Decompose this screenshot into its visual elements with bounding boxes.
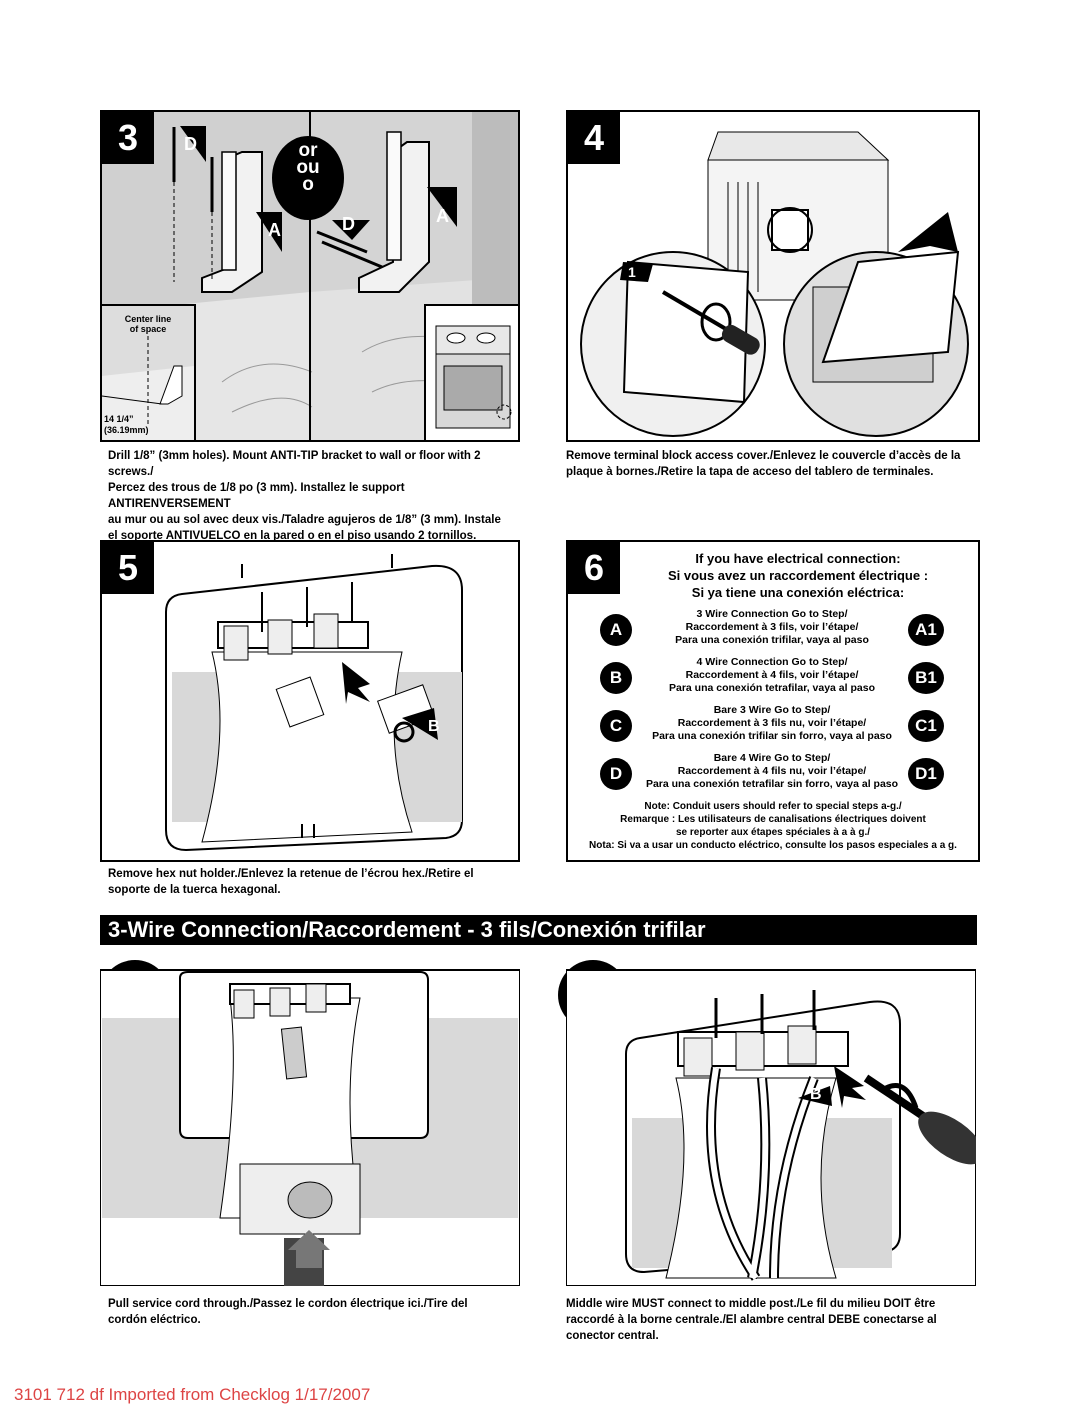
step5-caption-line: soporte de la tuerca hexagonal.	[108, 884, 281, 896]
stepA2-illustration	[566, 969, 976, 1286]
step6-note-line: se reporter aux étapes spéciales à a à g…	[676, 827, 870, 838]
step3-label-d: D	[184, 134, 197, 154]
option-d-line: Bare 4 Wire Go to Step/	[713, 752, 831, 764]
option-a-badge: A	[600, 614, 632, 646]
option-c-line: Raccordement à 3 fils nu, voir l’étape/	[677, 717, 867, 729]
step3-label-a-left: A	[268, 220, 281, 240]
step6-note-line: Nota: Si va a usar un conducto eléctrico…	[589, 840, 957, 851]
step6-heading-line: Si ya tiene una conexión eléctrica:	[691, 585, 905, 600]
center-line-label-1: Center line	[124, 314, 172, 324]
step3-label-d-right: D	[342, 214, 355, 234]
footer-fragment: 3101 712 df Imported from Checklog 1/17/…	[14, 1385, 371, 1404]
option-c-line: Bare 3 Wire Go to Step/	[713, 704, 831, 716]
stepA2-panel: B	[566, 968, 976, 1286]
step3-caption-line: Drill 1/8” (3mm holes). Mount ANTI-TIP b…	[108, 450, 481, 478]
option-d1-badge: D1	[908, 758, 944, 790]
step5-label-b: B	[428, 718, 440, 735]
step5-panel: 5 B	[100, 540, 520, 862]
step4-arrow-label-1: 1	[628, 264, 636, 280]
measure-label-2: (36.19mm)	[104, 425, 149, 435]
step4-panel: 4 1 2	[566, 110, 980, 442]
option-b1-badge: B1	[908, 662, 944, 694]
step6-number: 6	[568, 542, 620, 594]
option-a-text: 3 Wire Connection Go to Step/ Raccordeme…	[632, 608, 912, 647]
or-ou-o-bubble: or ou o	[282, 140, 334, 195]
step4-caption-line: plaque à bornes./Retire la tapa de acces…	[566, 466, 934, 478]
stepA2-caption-line: Middle wire MUST connect to middle post.…	[566, 1298, 936, 1310]
step6-note-line: Note: Conduit users should refer to spec…	[644, 801, 902, 812]
option-row-b: B 4 Wire Connection Go to Step/ Raccorde…	[568, 654, 978, 700]
step4-number: 4	[568, 112, 620, 164]
option-a-line: Raccordement à 3 fils, voir l’étape/	[685, 621, 859, 633]
option-c-badge: C	[600, 710, 632, 742]
step3-caption-line: au mur ou au sol avec deux vis./Taladre …	[108, 514, 501, 526]
option-b-line: Raccordement à 4 fils, voir l’étape/	[685, 669, 859, 681]
stepA2-caption-line: raccordé à la borne centrale./El alambre…	[566, 1314, 937, 1326]
stepA2-label-b: B	[810, 1086, 822, 1103]
or-word: or	[298, 140, 318, 161]
option-b-line: Para una conexión tetrafilar, vaya al pa…	[668, 682, 875, 694]
o-word: o	[302, 174, 314, 195]
stepA1-panel	[100, 968, 520, 1286]
option-a-line: Para una conexión trifilar, vaya al paso	[675, 634, 869, 646]
option-b-line: 4 Wire Connection Go to Step/	[696, 656, 848, 668]
option-d-badge: D	[600, 758, 632, 790]
stepA1-caption-line: cordón eléctrico.	[108, 1314, 201, 1326]
stepA1-caption: Pull service cord through./Passez le cor…	[108, 1296, 518, 1328]
step4-illustration	[580, 131, 969, 437]
step4-caption: Remove terminal block access cover./Enle…	[566, 448, 978, 480]
measure-label-1: 14 1/4”	[104, 414, 134, 424]
step6-heading: If you have electrical connection: Si vo…	[628, 550, 968, 601]
step3-caption-line: Percez des trous de 1/8 po (3 mm). Insta…	[108, 482, 405, 510]
option-d-line: Raccordement à 4 fils nu, voir l’étape/	[677, 765, 867, 777]
option-row-d: D Bare 4 Wire Go to Step/ Raccordement à…	[568, 750, 978, 796]
ou-word: ou	[296, 157, 320, 178]
step6-notes: Note: Conduit users should refer to spec…	[572, 800, 974, 852]
option-d-line: Para una conexión tetrafilar sin forro, …	[645, 778, 899, 790]
option-b-text: 4 Wire Connection Go to Step/ Raccordeme…	[632, 656, 912, 695]
step6-note-line: Remarque : Les utilisateurs de canalisat…	[620, 814, 926, 825]
step3-label-a-right: A	[436, 206, 449, 226]
section-banner: 3-Wire Connection/Raccordement - 3 fils/…	[100, 915, 977, 945]
stepA1-caption-line: Pull service cord through./Passez le cor…	[108, 1298, 468, 1310]
step5-caption: Remove hex nut holder./Enlevez la retenu…	[108, 866, 518, 898]
range-inset	[424, 304, 518, 440]
option-a1-badge: A1	[908, 614, 944, 646]
stepA2-caption: Middle wire MUST connect to middle post.…	[566, 1296, 978, 1344]
step3-caption: Drill 1/8” (3mm holes). Mount ANTI-TIP b…	[108, 448, 518, 544]
option-c-line: Para una conexión trifilar sin forro, va…	[652, 730, 892, 742]
option-row-c: C Bare 3 Wire Go to Step/ Raccordement à…	[568, 702, 978, 748]
step4-caption-line: Remove terminal block access cover./Enle…	[566, 450, 961, 462]
center-line-label-2: of space	[129, 324, 167, 334]
option-d-text: Bare 4 Wire Go to Step/ Raccordement à 4…	[632, 752, 912, 791]
step5-illustration	[165, 554, 463, 852]
option-c1-badge: C1	[908, 710, 944, 742]
step6-heading-line: If you have electrical connection:	[695, 551, 901, 566]
option-c-text: Bare 3 Wire Go to Step/ Raccordement à 3…	[632, 704, 912, 743]
option-a-line: 3 Wire Connection Go to Step/	[696, 608, 848, 620]
option-b-badge: B	[600, 662, 632, 694]
step3-number: 3	[102, 112, 154, 164]
centerline-inset: Center line of space 14 1/4” (36.19mm)	[102, 304, 196, 440]
option-row-a: A 3 Wire Connection Go to Step/ Raccorde…	[568, 606, 978, 652]
step3-caption-line: el soporte ANTIVUELCO en la pared o en e…	[108, 530, 477, 542]
step4-arrow-label-2: 2	[930, 254, 939, 271]
stepA2-caption-line: conector central.	[566, 1330, 659, 1342]
step5-number: 5	[102, 542, 154, 594]
step3-panel: 3 D A D A or ou o Center line of space 1…	[100, 110, 520, 442]
step5-caption-line: Remove hex nut holder./Enlevez la retenu…	[108, 868, 474, 880]
stepA1-illustration	[100, 969, 520, 1286]
step6-heading-line: Si vous avez un raccordement électrique …	[667, 568, 929, 583]
step6-panel: 6 If you have electrical connection: Si …	[566, 540, 980, 862]
